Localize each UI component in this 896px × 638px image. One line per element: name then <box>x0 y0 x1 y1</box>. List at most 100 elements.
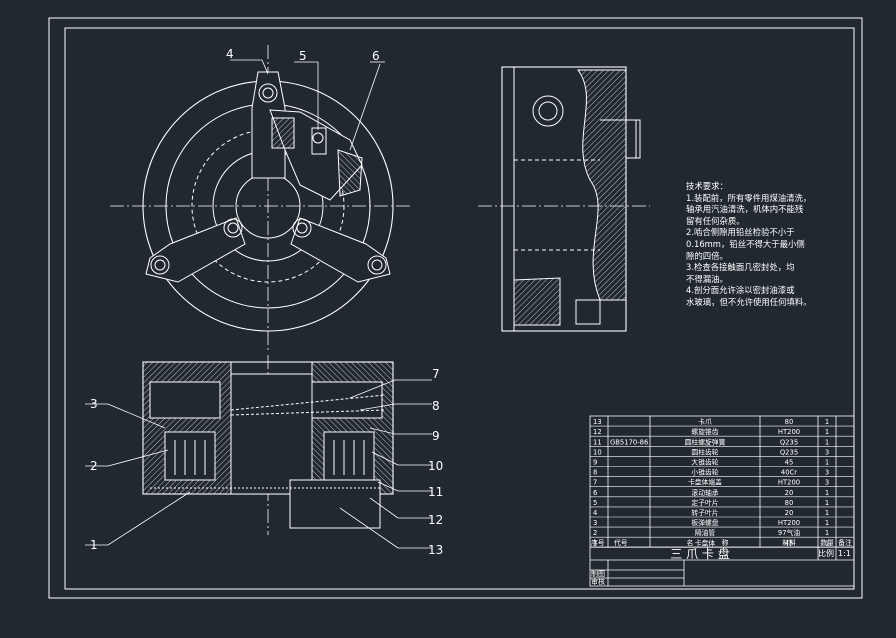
tech-req-line: 2.啮合侧隙用铅丝检验不小于 <box>686 227 795 238</box>
inner-border <box>64 27 855 590</box>
bom-row-qty: 1 <box>825 438 829 446</box>
bom-row-material: HT200 <box>778 479 800 487</box>
callout-8: 8 <box>432 399 440 413</box>
bom-row-no: 12 <box>593 428 602 436</box>
tech-req-line: 0.16mm，铅丝不得大于最小侧 <box>686 238 805 249</box>
bom-row-material: 45 <box>785 539 794 547</box>
bom-row-no: 6 <box>593 489 597 497</box>
callout-6: 6 <box>372 49 380 63</box>
technical-requirements: 技术要求： 1.装配前，所有零件用煤油清洗， 轴承用汽油清洗，机体内不能残 留有… <box>686 181 866 309</box>
bom-row-material: Q235 <box>780 448 798 456</box>
callout-11: 11 <box>428 485 443 499</box>
bom-row-name: 隔油管 <box>695 528 716 537</box>
bom-row-name: 定子叶片 <box>691 498 718 507</box>
tech-req-line: 1.装配前，所有零件用煤油清洗， <box>686 192 812 203</box>
bom-row-no: 10 <box>593 448 602 456</box>
bom-row-name: 小锥齿轮 <box>691 468 718 477</box>
front-view <box>110 45 410 352</box>
leader-lines <box>85 59 432 549</box>
bom-row-qty: 1 <box>825 529 829 537</box>
bom-row-qty: 3 <box>825 448 829 456</box>
bom-row-no: 11 <box>593 438 602 446</box>
scale-label: 比例 <box>818 548 834 558</box>
callout-13: 13 <box>428 543 443 557</box>
bom-row-name: 卡盘体 <box>695 538 716 547</box>
bom-header-remark: 备注 <box>838 538 852 547</box>
bom-header-no: 序号 <box>591 538 605 547</box>
bom-row-material: 45 <box>785 459 794 467</box>
bom-header-name-2: 称 <box>722 538 729 547</box>
tech-req-line: 留有任何杂质。 <box>686 215 745 226</box>
side-view <box>478 66 650 332</box>
bom-row-material: 97气油 <box>778 528 800 537</box>
bom-row-no: 5 <box>593 499 597 507</box>
section-view <box>142 355 394 535</box>
outer-border <box>48 17 863 599</box>
callout-7: 7 <box>432 367 440 381</box>
bom-row-material: 80 <box>785 499 794 507</box>
bom-row-no: 2 <box>593 529 597 537</box>
bom-row-no: 8 <box>593 469 597 477</box>
bom-row-no: 9 <box>593 459 597 467</box>
callout-1: 1 <box>90 538 98 552</box>
bom-row-name: 滚动轴承 <box>691 488 718 497</box>
bom-row-qty: 3 <box>825 479 829 487</box>
tech-req-heading: 技术要求： <box>686 181 728 191</box>
tech-req-line: 水玻璃，但不允许使用任何填料。 <box>686 296 812 307</box>
bom-row-qty: 1 <box>825 418 829 426</box>
bom-row-material: HT200 <box>778 428 800 436</box>
bom-row-name: 卡爪 <box>698 417 712 426</box>
checked-by-label: 审核 <box>591 577 605 586</box>
bom-row-name: 螺旋锥齿 <box>691 427 718 436</box>
bom-row-qty: 1 <box>825 499 829 507</box>
callout-4: 4 <box>226 47 234 61</box>
callouts: 4 5 6 7 8 9 10 11 12 13 3 2 1 <box>90 47 443 557</box>
bom-row-material: 20 <box>785 489 794 497</box>
bom-row-qty: 1 <box>825 459 829 467</box>
tech-req-line: 轴承用汽油清洗，机体内不能残 <box>686 204 804 215</box>
callout-12: 12 <box>428 513 443 527</box>
tech-req-line: 3.检查各接触面几密封处，均 <box>686 262 795 273</box>
bom-row-qty: 1 <box>825 428 829 436</box>
callout-3: 3 <box>90 397 98 411</box>
bom-row-code: GB5170-86 <box>610 438 648 446</box>
bom-row-name: 转子叶片 <box>691 508 718 517</box>
bom-row-name: 板弹螺盘 <box>691 518 718 527</box>
bom-header-code: 代号 <box>614 538 628 547</box>
drawing-title: 三 爪 卡 盘 <box>670 546 729 561</box>
tech-req-line: 不得漏油。 <box>686 273 728 284</box>
bom-row-name: 卡盘体端盖 <box>688 478 722 487</box>
bom-header-qty: 数量 <box>820 538 834 547</box>
bom-row-qty: 1 <box>825 489 829 497</box>
callout-9: 9 <box>432 429 440 443</box>
bom-header-material: 材料 <box>782 538 796 547</box>
bom-header-name: 名 <box>687 538 694 547</box>
bom-row-no: 7 <box>593 479 597 487</box>
callout-10: 10 <box>428 459 443 473</box>
bom-row-no: 4 <box>593 509 597 517</box>
bom-row-name: 圆柱螺旋弹簧 <box>685 437 726 446</box>
bom-row-qty: 3 <box>825 469 829 477</box>
tech-req-line: 隙的四倍。 <box>686 250 728 261</box>
bom-row-qty: 1 <box>825 509 829 517</box>
scale-value: 1:1 <box>838 549 851 558</box>
bom-row-name: 圆柱齿轮 <box>691 447 718 456</box>
bom-row-qty: 1 <box>825 539 829 547</box>
bom-row-no: 13 <box>593 418 602 426</box>
callout-5: 5 <box>299 49 307 63</box>
bom-footer: 三 爪 卡 盘 比例 1:1 制图 审核 <box>591 546 851 586</box>
bom-row-material: HT200 <box>778 519 800 527</box>
callout-2: 2 <box>90 459 98 473</box>
bom-row-material: 80 <box>785 418 794 426</box>
drawn-by-label: 制图 <box>591 569 605 578</box>
tech-req-line: 4.剖分面允许涂以密封油漆或 <box>686 285 795 296</box>
bom-row-material: 40Cr <box>781 469 797 477</box>
bom-row-no: 1 <box>593 539 597 547</box>
bom-row-name: 大锥齿轮 <box>691 458 718 467</box>
bom-row-material: 20 <box>785 509 794 517</box>
bom-row-no: 3 <box>593 519 597 527</box>
bom-row-material: Q235 <box>780 438 798 446</box>
